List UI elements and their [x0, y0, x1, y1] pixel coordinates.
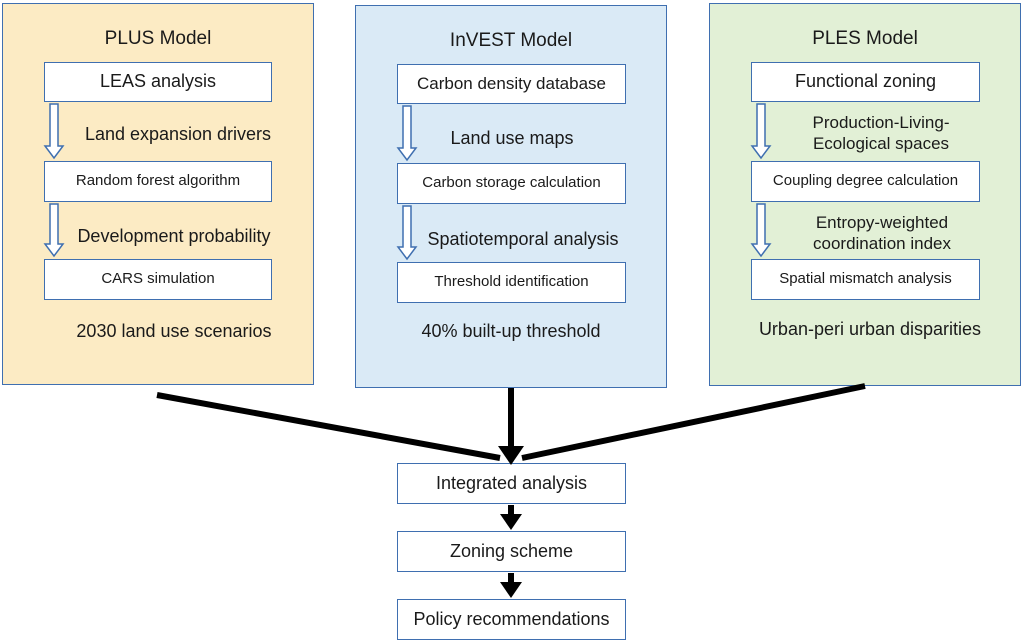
output-label: Urban-peri urban disparities: [758, 319, 982, 339]
step-label: Entropy-weighted coordination index: [813, 213, 951, 254]
random-forest-box: Random forest algorithm: [44, 161, 272, 202]
carbon-density-box: Carbon density database: [397, 64, 626, 104]
step-label: Spatiotemporal analysis: [427, 229, 619, 249]
cars-simulation-box: CARS simulation: [44, 259, 272, 300]
down-arrowhead-icon: [498, 446, 524, 465]
coupling-degree-box: Coupling degree calculation: [751, 161, 980, 202]
step-label: Land expansion drivers: [84, 124, 272, 144]
panel-title: InVEST Model: [449, 30, 573, 51]
step-label: Land use maps: [450, 128, 574, 148]
panel-title: PLUS Model: [104, 28, 212, 49]
panel-title: PLES Model: [812, 28, 918, 49]
threshold-identification-box: Threshold identification: [397, 262, 626, 303]
hollow-down-arrow-icon: [396, 105, 418, 162]
hollow-down-arrow-icon: [396, 205, 418, 261]
hollow-down-arrow-icon: [750, 203, 772, 258]
policy-recommendations-box: Policy recommendations: [397, 599, 626, 640]
hollow-down-arrow-icon: [43, 103, 65, 160]
leas-analysis-box: LEAS analysis: [44, 62, 272, 102]
step-label: Development probability: [77, 226, 271, 246]
carbon-storage-box: Carbon storage calculation: [397, 163, 626, 204]
down-arrowhead-icon: [500, 582, 522, 598]
functional-zoning-box: Functional zoning: [751, 62, 980, 102]
hollow-down-arrow-icon: [750, 103, 772, 160]
output-label: 40% built-up threshold: [421, 321, 601, 341]
spatial-mismatch-box: Spatial mismatch analysis: [751, 259, 980, 300]
converge-line-right: [521, 383, 866, 461]
zoning-scheme-box: Zoning scheme: [397, 531, 626, 572]
output-label: 2030 land use scenarios: [76, 321, 272, 341]
down-arrowhead-icon: [500, 514, 522, 530]
converge-line-left: [156, 392, 501, 461]
step-label: Production-Living-Ecological spaces: [812, 113, 950, 154]
hollow-down-arrow-icon: [43, 203, 65, 258]
